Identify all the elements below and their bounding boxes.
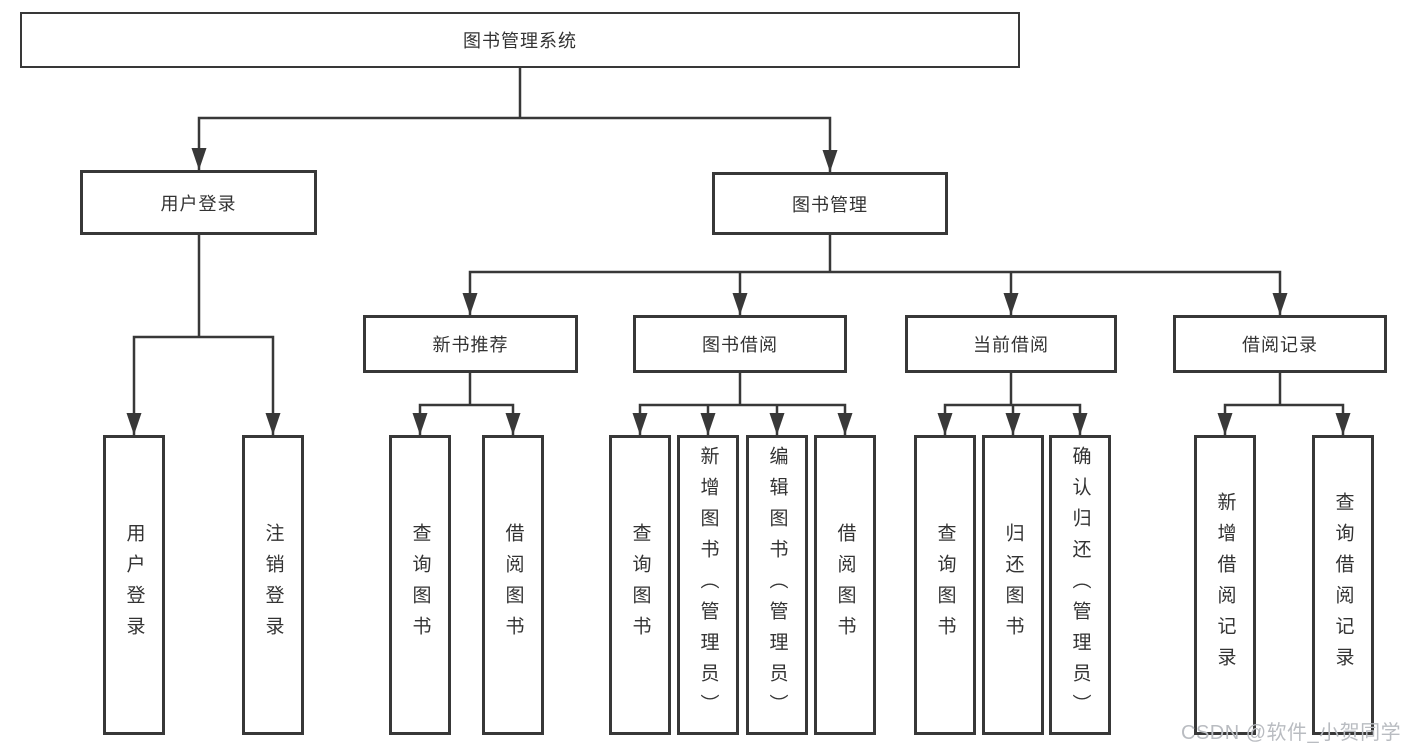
- leaf-add-borrow-record: 新增借阅记录: [1194, 435, 1256, 735]
- leaf-label: 查询图书: [934, 523, 956, 647]
- node-label: 借阅记录: [1242, 335, 1318, 355]
- leaf-query-books-recommend: 查询图书: [389, 435, 451, 735]
- node-label: 图书管理: [792, 194, 868, 215]
- node-label: 图书管理系统: [463, 31, 577, 51]
- leaf-edit-books-admin: 编辑图书（管理员）: [746, 435, 808, 735]
- leaf-query-borrow-record: 查询借阅记录: [1312, 435, 1374, 735]
- node-borrow-records: 借阅记录: [1173, 315, 1387, 373]
- leaf-label: 确认归还（管理员）: [1069, 445, 1091, 725]
- leaf-add-books-admin: 新增图书（管理员）: [677, 435, 739, 735]
- leaf-confirm-return-admin: 确认归还（管理员）: [1049, 435, 1111, 735]
- node-library-management-system: 图书管理系统: [20, 12, 1020, 68]
- leaf-borrow-books: 借阅图书: [814, 435, 876, 735]
- node-current-borrow: 当前借阅: [905, 315, 1117, 373]
- leaf-label: 新增图书（管理员）: [697, 445, 719, 725]
- node-label: 图书借阅: [702, 335, 778, 355]
- leaf-query-books-current: 查询图书: [914, 435, 976, 735]
- leaf-query-books-borrow: 查询图书: [609, 435, 671, 735]
- node-label: 当前借阅: [973, 335, 1049, 355]
- leaf-label: 新增借阅记录: [1214, 492, 1236, 678]
- csdn-watermark: CSDN @软件_小贺同学: [1181, 722, 1402, 744]
- leaf-label: 编辑图书（管理员）: [766, 445, 788, 725]
- leaf-borrow-books-recommend: 借阅图书: [482, 435, 544, 735]
- node-label: 用户登录: [160, 193, 237, 214]
- leaf-label: 归还图书: [1002, 523, 1024, 647]
- leaf-label: 查询借阅记录: [1332, 492, 1354, 678]
- leaf-user-login: 用户登录: [103, 435, 165, 735]
- leaf-return-books: 归还图书: [982, 435, 1044, 735]
- leaf-label: 用户登录: [123, 523, 145, 647]
- node-book-management: 图书管理: [712, 172, 948, 235]
- leaf-logout: 注销登录: [242, 435, 304, 735]
- leaf-label: 借阅图书: [834, 523, 856, 647]
- leaf-label: 注销登录: [262, 523, 284, 647]
- leaf-label: 查询图书: [409, 523, 431, 647]
- leaf-label: 借阅图书: [502, 523, 524, 647]
- node-user-login: 用户登录: [80, 170, 317, 235]
- leaf-label: 查询图书: [629, 523, 651, 647]
- node-new-book-recommend: 新书推荐: [363, 315, 578, 373]
- node-book-borrow: 图书借阅: [633, 315, 847, 373]
- node-label: 新书推荐: [432, 335, 509, 355]
